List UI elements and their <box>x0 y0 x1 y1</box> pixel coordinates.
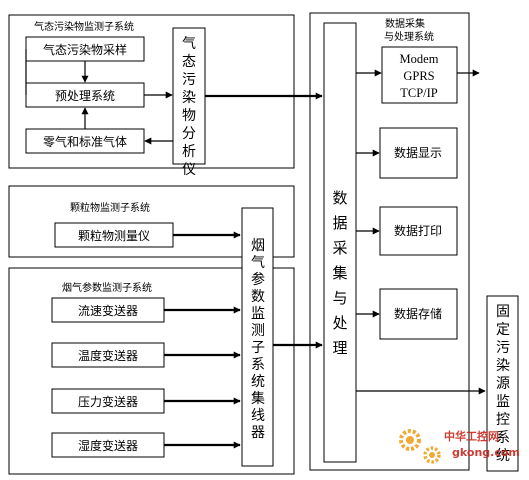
flue-hub-box <box>241 207 274 467</box>
particle-subsystem-title: 颗粒物监测子系统 <box>70 201 150 214</box>
preprocess-label: 预处理系统 <box>55 89 115 103</box>
daq-title-line1: 数据采集 <box>385 17 425 30</box>
modem-line-2: GPRS <box>403 69 434 83</box>
print-box <box>379 206 458 256</box>
gear-icon <box>399 429 421 451</box>
pressure-sensor-label: 压力变送器 <box>78 394 138 409</box>
particle-meter-box <box>54 222 174 248</box>
gas-analyzer-label: 气态污染物分析仪 <box>182 36 196 178</box>
storage-label: 数据存储 <box>394 306 442 321</box>
display-box <box>379 127 458 179</box>
modem-line-3: TCP/IP <box>400 86 438 100</box>
gear-icon <box>423 446 441 464</box>
watermark-cn: 中华工控网 <box>444 429 499 443</box>
modem-line-1: Modem <box>400 52 439 66</box>
temperature-sensor-box <box>51 342 165 368</box>
remote-system-box <box>486 295 519 472</box>
zero-gas-label: 零气和标准气体 <box>43 134 127 149</box>
modem-box <box>381 46 458 104</box>
daq-title-line2: 与处理系统 <box>384 30 434 43</box>
remote-system-label: 固定污染源监控系统 <box>496 304 510 464</box>
daq-core-label: 数据采集与处理 <box>332 189 347 357</box>
daq-core-box <box>323 22 357 463</box>
temperature-sensor-label: 温度变送器 <box>78 348 138 363</box>
flue-subsystem-title: 烟气参数监测子系统 <box>62 281 152 294</box>
display-label: 数据显示 <box>394 145 442 160</box>
daq-system-box <box>309 12 470 471</box>
preprocess-box <box>25 82 145 108</box>
flue-subsystem-box <box>8 267 295 475</box>
gas-subsystem-title: 气态污染物监测子系统 <box>34 20 134 33</box>
gas-subsystem-box <box>8 14 295 169</box>
gas-sampling-label: 气态污染物采样 <box>43 42 127 57</box>
humidity-sensor-label: 湿度变送器 <box>78 438 138 453</box>
gkong-watermark: 中华工控网 gkong.com <box>399 429 520 464</box>
particle-subsystem-box <box>8 185 295 258</box>
print-label: 数据打印 <box>394 223 442 238</box>
humidity-sensor-box <box>51 432 165 458</box>
flue-hub-label: 烟气参数监测子系统集线器 <box>251 238 265 441</box>
particle-meter-label: 颗粒物测量仪 <box>78 228 150 243</box>
watermark-url: gkong.com <box>452 446 520 459</box>
storage-box <box>379 288 458 340</box>
flow-sensor-label: 流速变送器 <box>78 303 138 318</box>
gas-analyzer-box <box>172 27 206 165</box>
